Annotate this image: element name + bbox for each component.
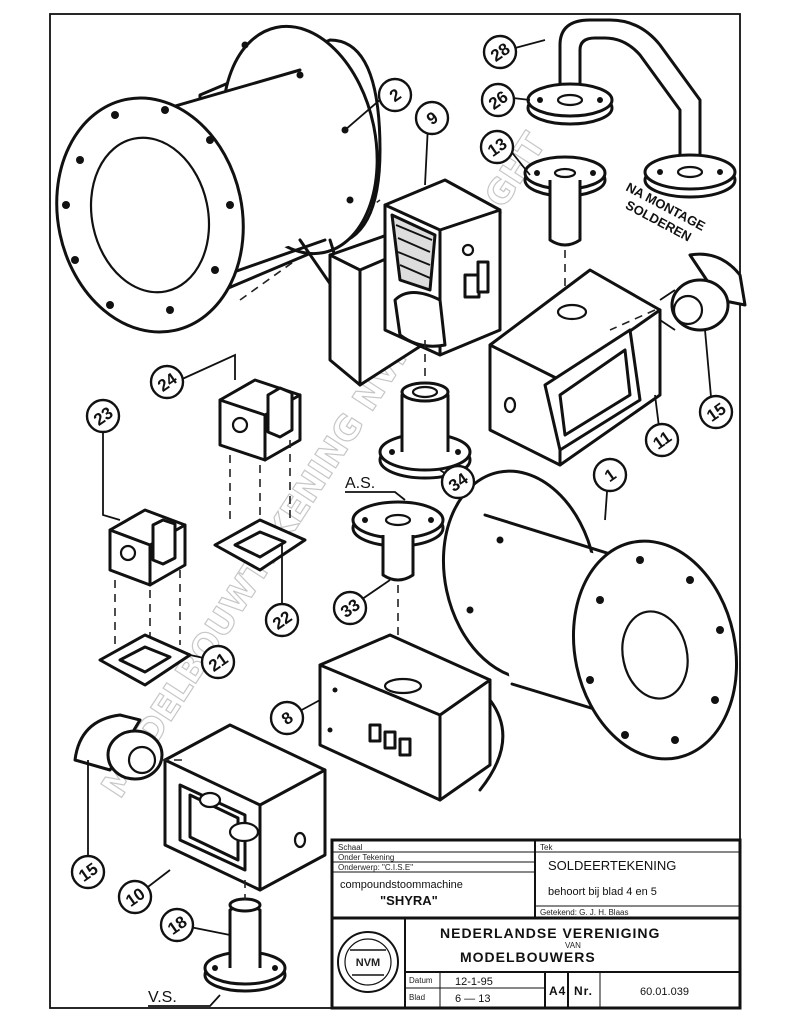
part-1-cylinder <box>441 469 739 761</box>
part-11-box-frame <box>488 268 662 467</box>
balloon-18 <box>159 907 195 943</box>
tb-date-value: 12-1-95 <box>455 976 493 988</box>
tb-model-name: "SHYRA" <box>380 893 438 908</box>
tb-drawing-label: Onder Tekening <box>338 853 394 862</box>
tb-sheet-label: Blad <box>409 993 425 1002</box>
balloon-11 <box>644 422 680 458</box>
tb-format: A4 <box>549 984 566 998</box>
part-21-gasket <box>98 633 192 687</box>
part-13-flange-spigot <box>523 155 607 300</box>
nvm-logo-text: NVM <box>356 957 380 969</box>
part-15-fitting-lower <box>73 713 185 781</box>
part-18-flange-spigot <box>203 880 287 993</box>
balloon-33 <box>332 590 368 626</box>
balloon-23 <box>85 398 121 434</box>
nvm-logo: NVM <box>337 931 399 993</box>
part-10-box-frame <box>163 723 327 892</box>
part-9-valve-block <box>383 178 502 357</box>
balloon-26 <box>480 82 516 118</box>
label-as: A.S. <box>345 475 375 492</box>
part-34-sleeve <box>378 340 472 480</box>
tb-sheet-value: 6 — 13 <box>455 993 490 1005</box>
tb-title: SOLDEERTEKENING <box>548 858 676 873</box>
tb-date-label: Datum <box>409 976 433 985</box>
balloon-2 <box>377 77 413 113</box>
balloon-21 <box>200 644 236 680</box>
tb-subject-label: Onderwerp: "C.I.S.E" <box>338 863 413 872</box>
balloon-13 <box>479 129 515 165</box>
tb-org-small: VAN <box>565 941 581 950</box>
callout-balloons: 2 9 28 26 13 24 23 15 11 1 34 33 22 21 8… <box>70 34 734 943</box>
balloon-15-lower <box>70 854 106 890</box>
part-33-flange <box>351 500 445 670</box>
part-22-gasket <box>213 518 307 572</box>
tb-model-type: compoundstoommachine <box>340 879 463 891</box>
balloon-1 <box>592 457 628 493</box>
balloon-24 <box>149 364 185 400</box>
tb-org-line-2: MODELBOUWERS <box>460 949 596 965</box>
tb-number-label: Nr. <box>574 984 593 998</box>
balloon-8 <box>269 700 305 736</box>
tb-org-line-1: NEDERLANDSE VERENIGING <box>440 925 660 941</box>
part-28-pipe <box>526 18 737 199</box>
part-2-cylinder <box>55 24 461 334</box>
part-24-clevis <box>218 378 302 535</box>
tb-drawn-by: Getekend: G. J. H. Blaas <box>540 908 628 917</box>
title-block: Schaal Onder Tekening Onderwerp: "C.I.S.… <box>330 838 742 1010</box>
tb-tag: Tek <box>540 843 553 852</box>
balloon-22 <box>264 602 300 638</box>
balloon-10 <box>117 879 153 915</box>
balloon-9 <box>414 100 450 136</box>
tb-scale-label: Schaal <box>338 843 363 852</box>
part-15-fitting-upper <box>609 252 747 332</box>
balloon-34 <box>440 464 476 500</box>
tb-subtitle: behoort bij blad 4 en 5 <box>548 886 657 898</box>
part-23-clevis <box>108 508 187 660</box>
part-8-steam-chest <box>318 633 505 802</box>
balloon-28 <box>482 34 518 70</box>
balloon-15-upper <box>698 394 734 430</box>
tb-number-value: 60.01.039 <box>640 986 689 998</box>
label-vs: V.S. <box>148 989 177 1006</box>
